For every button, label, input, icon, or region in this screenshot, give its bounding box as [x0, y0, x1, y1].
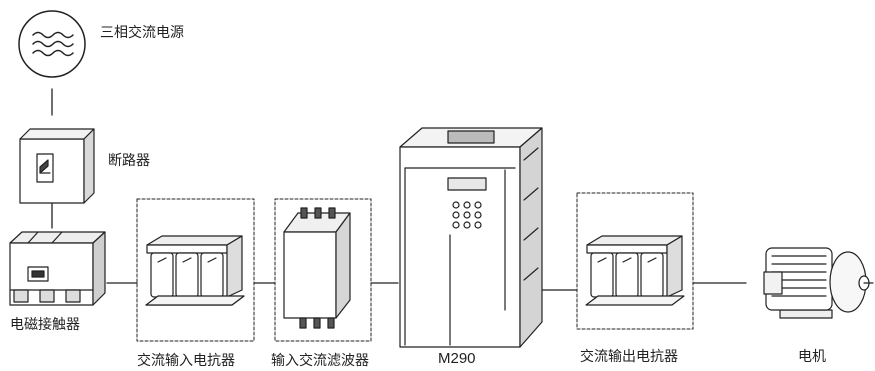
contactor-icon	[9, 231, 106, 306]
ac-wave-circle-icon	[18, 10, 86, 78]
reactor-icon	[145, 235, 245, 306]
power-source-label: 三相交流电源	[100, 25, 184, 41]
input-reactor-label: 交流输入电抗器	[137, 353, 235, 369]
motor-icon	[763, 247, 874, 319]
connection-lines	[51, 88, 747, 291]
input-filter-label: 输入交流滤波器	[271, 353, 369, 369]
breaker-label: 断路器	[108, 153, 150, 169]
input-reactor-box	[136, 198, 255, 342]
filter-icon	[283, 207, 351, 329]
inverter-icon	[399, 127, 543, 348]
circuit-breaker-icon	[19, 128, 95, 204]
output-reactor-box	[576, 192, 694, 330]
input-filter-box	[274, 198, 372, 342]
output-reactor-label: 交流输出电抗器	[580, 349, 678, 365]
motor-label: 电机	[798, 349, 826, 365]
contactor-label: 电磁接触器	[10, 317, 80, 333]
inverter-model-label: M290	[438, 350, 476, 367]
reactor-icon	[585, 235, 685, 306]
